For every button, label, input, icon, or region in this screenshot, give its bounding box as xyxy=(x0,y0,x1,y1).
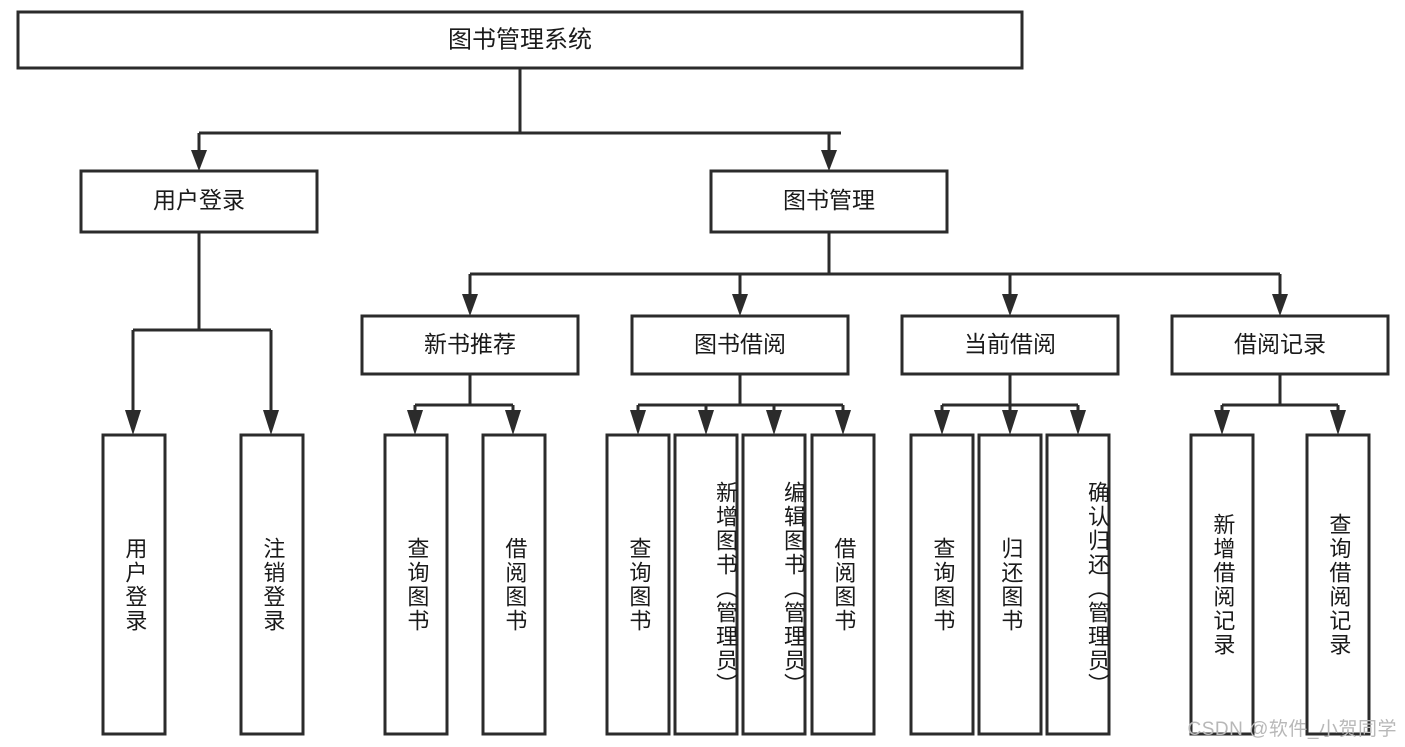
node-new-book-recommend-label: 新书推荐 xyxy=(424,331,516,357)
node-user-login[interactable]: 用户登录 xyxy=(79,169,319,234)
connector-root-to-level1 xyxy=(191,68,841,171)
node-book-management[interactable]: 图书管理 xyxy=(709,169,949,234)
connector-currentborrow-to-leaves xyxy=(934,374,1086,435)
node-new-book-recommend[interactable]: 新书推荐 xyxy=(360,314,580,376)
leaf-box-return-book[interactable] xyxy=(977,433,1043,736)
connector-bookmgmt-to-level2 xyxy=(462,232,1288,316)
node-borrow-record-label: 借阅记录 xyxy=(1234,331,1326,357)
node-root-label: 图书管理系统 xyxy=(448,26,592,53)
connector-borrowrecord-to-leaves xyxy=(1214,374,1346,435)
node-borrow-record[interactable]: 借阅记录 xyxy=(1170,314,1390,376)
leaf-boxes xyxy=(101,433,1371,736)
leaf-box-user-login[interactable] xyxy=(101,433,167,736)
leaf-box-borrow-book-1[interactable] xyxy=(481,433,547,736)
leaf-box-edit-book[interactable] xyxy=(741,433,807,736)
node-current-borrow-label: 当前借阅 xyxy=(964,331,1056,357)
node-book-borrow[interactable]: 图书借阅 xyxy=(630,314,850,376)
node-book-management-label: 图书管理 xyxy=(783,187,875,213)
leaf-box-add-record[interactable] xyxy=(1189,433,1255,736)
leaf-box-query-book-1[interactable] xyxy=(383,433,449,736)
leaf-box-confirm-return[interactable] xyxy=(1045,433,1111,736)
leaf-box-add-book[interactable] xyxy=(673,433,739,736)
node-current-borrow[interactable]: 当前借阅 xyxy=(900,314,1120,376)
node-root[interactable]: 图书管理系统 xyxy=(16,10,1024,70)
connector-bookborrow-to-leaves xyxy=(630,374,851,435)
node-book-borrow-label: 图书借阅 xyxy=(694,331,786,357)
connector-newbook-to-leaves xyxy=(407,374,521,435)
connector-userlogin-to-leaves xyxy=(125,232,279,435)
leaf-box-query-record[interactable] xyxy=(1305,433,1371,736)
csdn-watermark: CSDN @软件_小贺同学 xyxy=(1187,719,1397,740)
leaf-box-query-book-3[interactable] xyxy=(909,433,975,736)
leaf-box-query-book-2[interactable] xyxy=(605,433,671,736)
leaf-box-logout-login[interactable] xyxy=(239,433,305,736)
node-user-login-label: 用户登录 xyxy=(153,187,245,213)
leaf-box-borrow-book-2[interactable] xyxy=(810,433,876,736)
